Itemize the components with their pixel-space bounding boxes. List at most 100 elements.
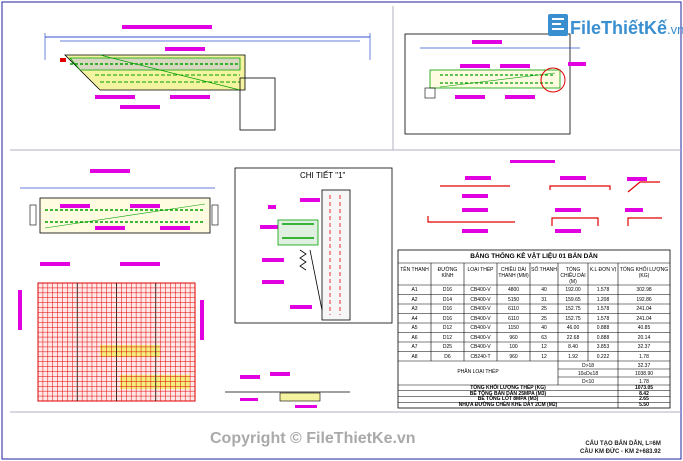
table-cell: D6 [444, 353, 451, 360]
total-label: NHỰA ĐƯỜNG CHÈN KHE DÀY 2CM (M2) [458, 402, 558, 409]
table-cell: A4 [411, 315, 418, 322]
table-header-cell: TÊN THANH [400, 267, 429, 273]
table-cell: D16 [442, 315, 453, 322]
table-cell: D12 [442, 325, 453, 331]
section-bar-details [427, 160, 662, 233]
table-header-cell: K.L ĐƠN VỊ [589, 267, 617, 273]
table-cell: A2 [411, 296, 418, 303]
table-cell: 192.86 [636, 296, 652, 303]
section-plan [20, 169, 219, 234]
table-cell: 8.40 [568, 344, 578, 350]
table-cell: 46.00 [566, 325, 580, 331]
table-cell: A6 [411, 334, 418, 341]
table-header-cell: TỔNG KHỐI LƯỢNG (KG) [619, 267, 669, 279]
section-mesh-plan [18, 262, 204, 402]
section-top-right [404, 33, 586, 135]
table-cell: A1 [411, 287, 418, 293]
table-cell: 960 [509, 353, 518, 360]
table-cell: 22.68 [566, 334, 580, 341]
table-cell: 0.222 [596, 353, 610, 360]
table-cell: 1.208 [596, 296, 610, 303]
brand-tld: .vn [667, 22, 683, 37]
table-cell: 1.578 [596, 287, 610, 293]
total-value: 5.50 [639, 402, 649, 409]
table-header-cell: SỐ THANH [531, 267, 557, 273]
table-cell: CB400-V [470, 296, 491, 303]
table-cell: 0.888 [596, 334, 610, 341]
table-cell: 6110 [508, 306, 519, 312]
title-stamp: CẤU TẠO BẢN DẪN, L=6M CẦU KM ĐỨC - KM 2+… [580, 440, 661, 456]
total-value: 8.42 [639, 390, 649, 397]
classification-value: 1.78 [639, 378, 649, 385]
section-detail-1 [234, 167, 393, 324]
table-header-cell: LOẠI THÉP [467, 267, 494, 273]
brand-name-text: FileThiếtKế [570, 18, 668, 38]
logo-icon [548, 14, 568, 36]
table-cell: A5 [411, 325, 418, 331]
table-cell: 40 [541, 287, 547, 293]
classification-key: 10≤D≤18 [577, 370, 599, 377]
table-cell: 12 [541, 344, 547, 350]
table-cell: 159.65 [565, 296, 581, 303]
table-header-cell: TỔNG CHIỀU DÀI (M) [560, 267, 586, 285]
table-cell: 192.00 [565, 287, 581, 293]
table-cell: 960 [509, 334, 518, 341]
table-header-cell: CHIỀU DÀI THANH (MM) [498, 267, 529, 279]
table-cell: D14 [442, 296, 453, 303]
table-cell: A7 [411, 344, 418, 350]
table-cell: 6110 [508, 315, 519, 322]
table-cell: CB400-V [470, 344, 491, 350]
table-cell: CB400-V [470, 315, 491, 322]
table-cell: 20.14 [637, 334, 651, 341]
table-cell: 241.04 [636, 306, 652, 312]
watermark: Copyright © FileThietKe.vn [210, 430, 416, 447]
table-cell: CB400-V [470, 325, 491, 331]
table-title: BẢNG THỐNG KÊ VẬT LIỆU 01 BẢN DẪN [470, 253, 598, 260]
detail-label: CHI TIẾT "1" [300, 171, 346, 180]
table-cell: 25 [541, 315, 547, 322]
table-cell: 1.78 [639, 353, 649, 360]
table-cell: 32.37 [637, 344, 651, 350]
table-cell: 1.578 [596, 315, 610, 322]
brand-name[interactable]: FileThiếtKế.vn [570, 18, 683, 39]
table-cell: 0.888 [596, 325, 610, 331]
section-longitudinal [44, 25, 371, 131]
table-cell: CB240-T [470, 353, 491, 360]
table-cell: D16 [442, 306, 453, 312]
table-cell: 5150 [507, 296, 520, 303]
table-cell: 152.75 [565, 315, 581, 322]
total-label: BÊ TÔNG LÓT 8MPA (M3) [477, 396, 539, 403]
table-cell: 152.75 [565, 306, 581, 312]
table-cell: 1.92 [568, 353, 578, 360]
table-cell: 40.85 [637, 325, 651, 331]
table-cell: D25 [442, 344, 453, 350]
table-cell: 63 [541, 334, 547, 341]
section-joint [225, 372, 350, 408]
classification-label: PHÂN LOẠI THÉP [457, 369, 499, 375]
total-value: 1073.05 [634, 384, 654, 391]
table-cell: 31 [541, 296, 547, 303]
stamp-line-1: CẤU TẠO BẢN DẪN, L=6M [585, 441, 661, 447]
material-table-grid [397, 249, 671, 409]
table-cell: CB400-V [470, 334, 491, 341]
table-cell: D16 [442, 287, 453, 293]
table-cell: CB400-V [470, 287, 491, 293]
classification-key: D<10 [581, 378, 595, 385]
table-cell: A8 [411, 353, 418, 360]
table-header-cell: ĐƯỜNG KÍNH [437, 267, 458, 279]
total-value: 2.65 [639, 396, 649, 403]
table-cell: 241.04 [636, 315, 652, 322]
table-cell: 1150 [508, 325, 519, 331]
table-cell: 25 [541, 306, 547, 312]
table-cell: CB400-V [470, 306, 491, 312]
table-cell: 100 [509, 344, 518, 350]
material-table: BẢNG THỐNG KÊ VẬT LIỆU 01 BẢN DẪN TÊN TH… [398, 250, 670, 408]
stamp-line-2: CẦU KM ĐỨC - KM 2+683.92 [580, 449, 661, 455]
table-cell: D12 [442, 334, 453, 341]
total-label: BÊ TÔNG BẢN DẪN 25MPA (M3) [469, 390, 547, 397]
table-cell: 40 [541, 325, 547, 331]
classification-value: 1038.90 [634, 370, 654, 377]
total-label: TỔNG KHỐI LƯỢNG THÉP (KG) [470, 384, 546, 391]
